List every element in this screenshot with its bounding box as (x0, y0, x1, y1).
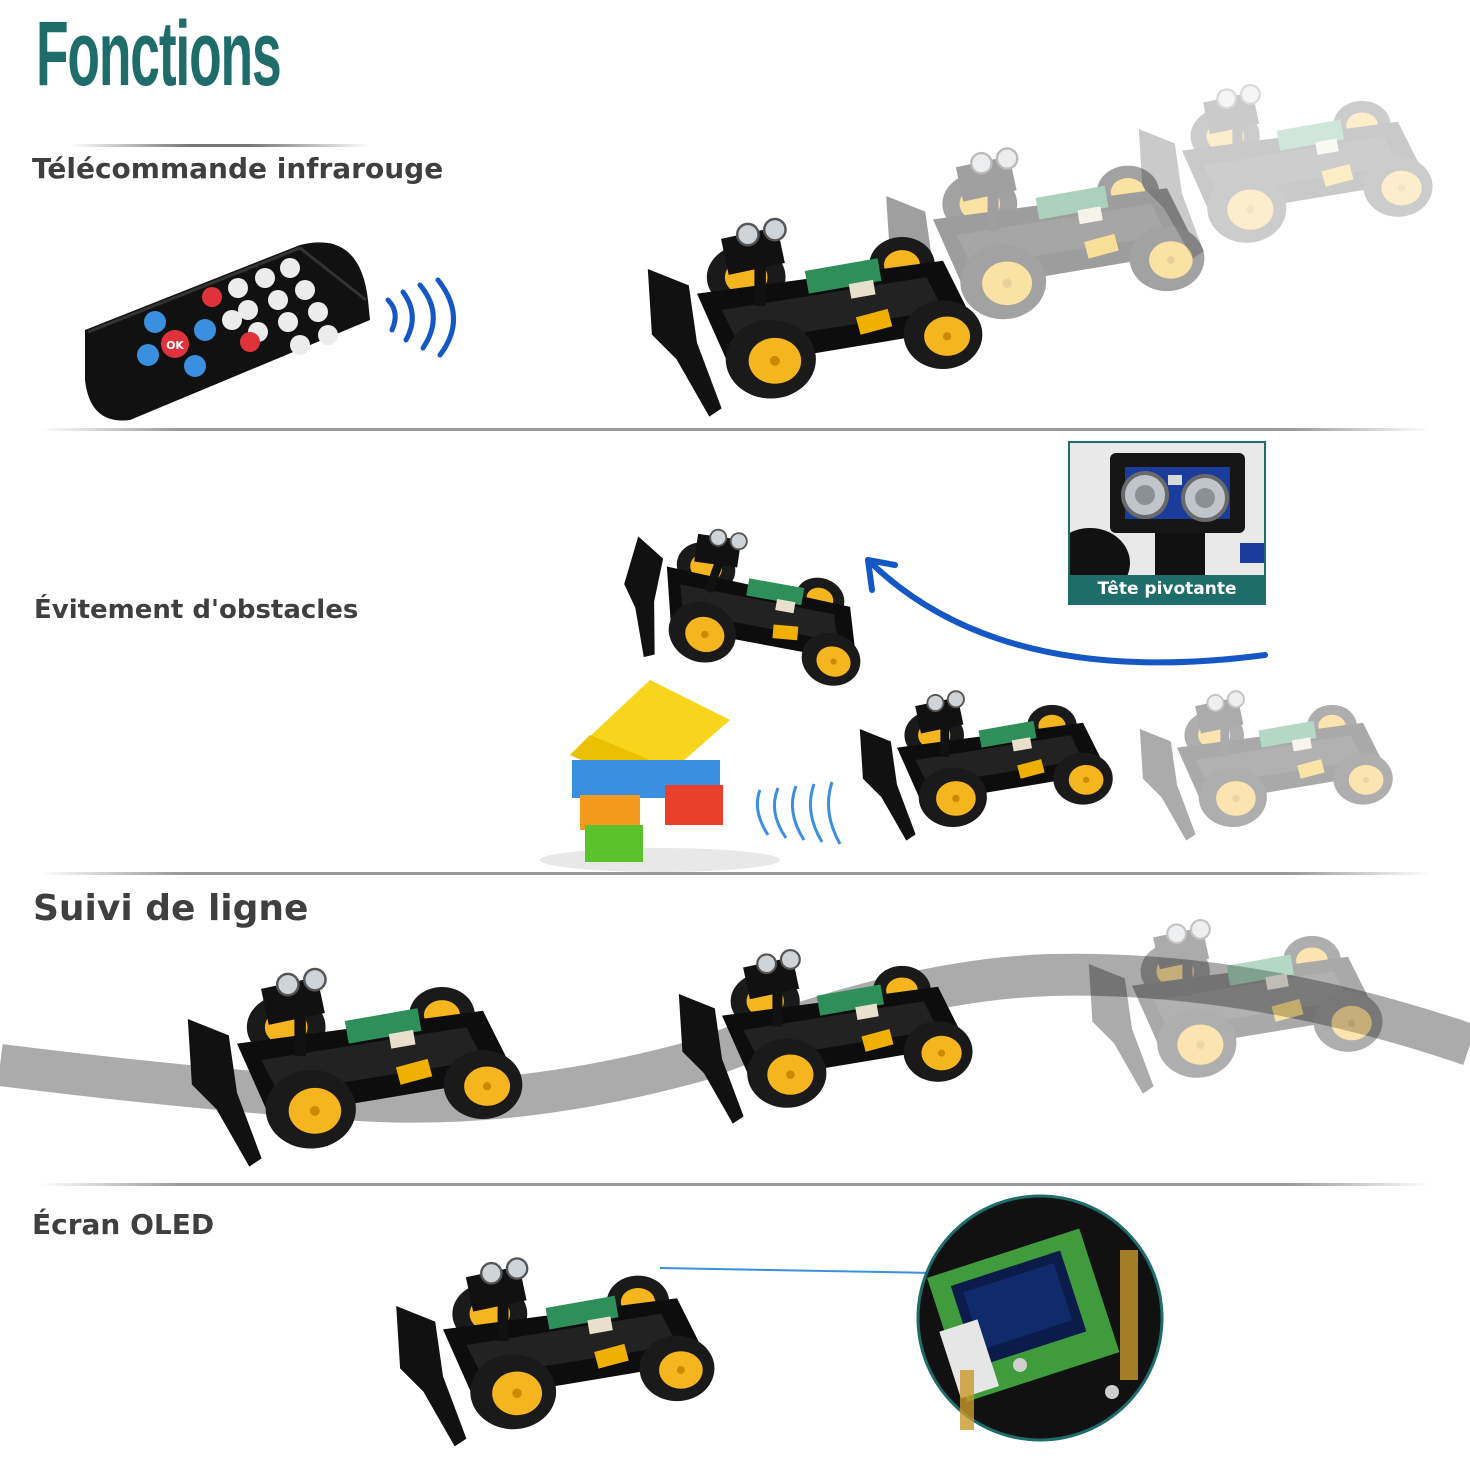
ultrasonic-sensor-icon (1070, 443, 1264, 598)
swivel-head-inset: Tête pivotante (1068, 441, 1266, 605)
oled-screen-zoom (916, 1194, 1164, 1442)
direction-arrow-icon (865, 557, 1268, 666)
svg-text:OK: OK (166, 339, 184, 352)
swivel-head-caption: Tête pivotante (1070, 575, 1264, 603)
robot-car (858, 690, 1114, 842)
page-title: Fonctions (36, 3, 282, 105)
section-label-obstacle-avoidance: Évitement d'obstacles (34, 595, 359, 625)
ultrasonic-wave-icon (755, 781, 842, 845)
section-divider (40, 872, 1430, 875)
robot-car-ghost (1087, 919, 1384, 1095)
section-label-line-following: Suivi de ligne (33, 888, 309, 929)
robot-car (395, 1257, 716, 1448)
section-label-oled-screen: Écran OLED (32, 1208, 215, 1241)
pointer-line (659, 1267, 936, 1274)
title-divider (70, 144, 370, 147)
robot-car (646, 217, 984, 418)
ir-remote-icon: OK (85, 242, 370, 421)
toy-blocks-obstacle (540, 680, 780, 872)
ir-signal-icon (385, 277, 456, 358)
section-label-ir-remote: Télécommande infrarouge (32, 152, 444, 185)
section-divider (40, 1183, 1430, 1186)
section-divider (40, 428, 1430, 431)
robot-car-ghost (1138, 690, 1394, 842)
robot-car (186, 967, 524, 1168)
